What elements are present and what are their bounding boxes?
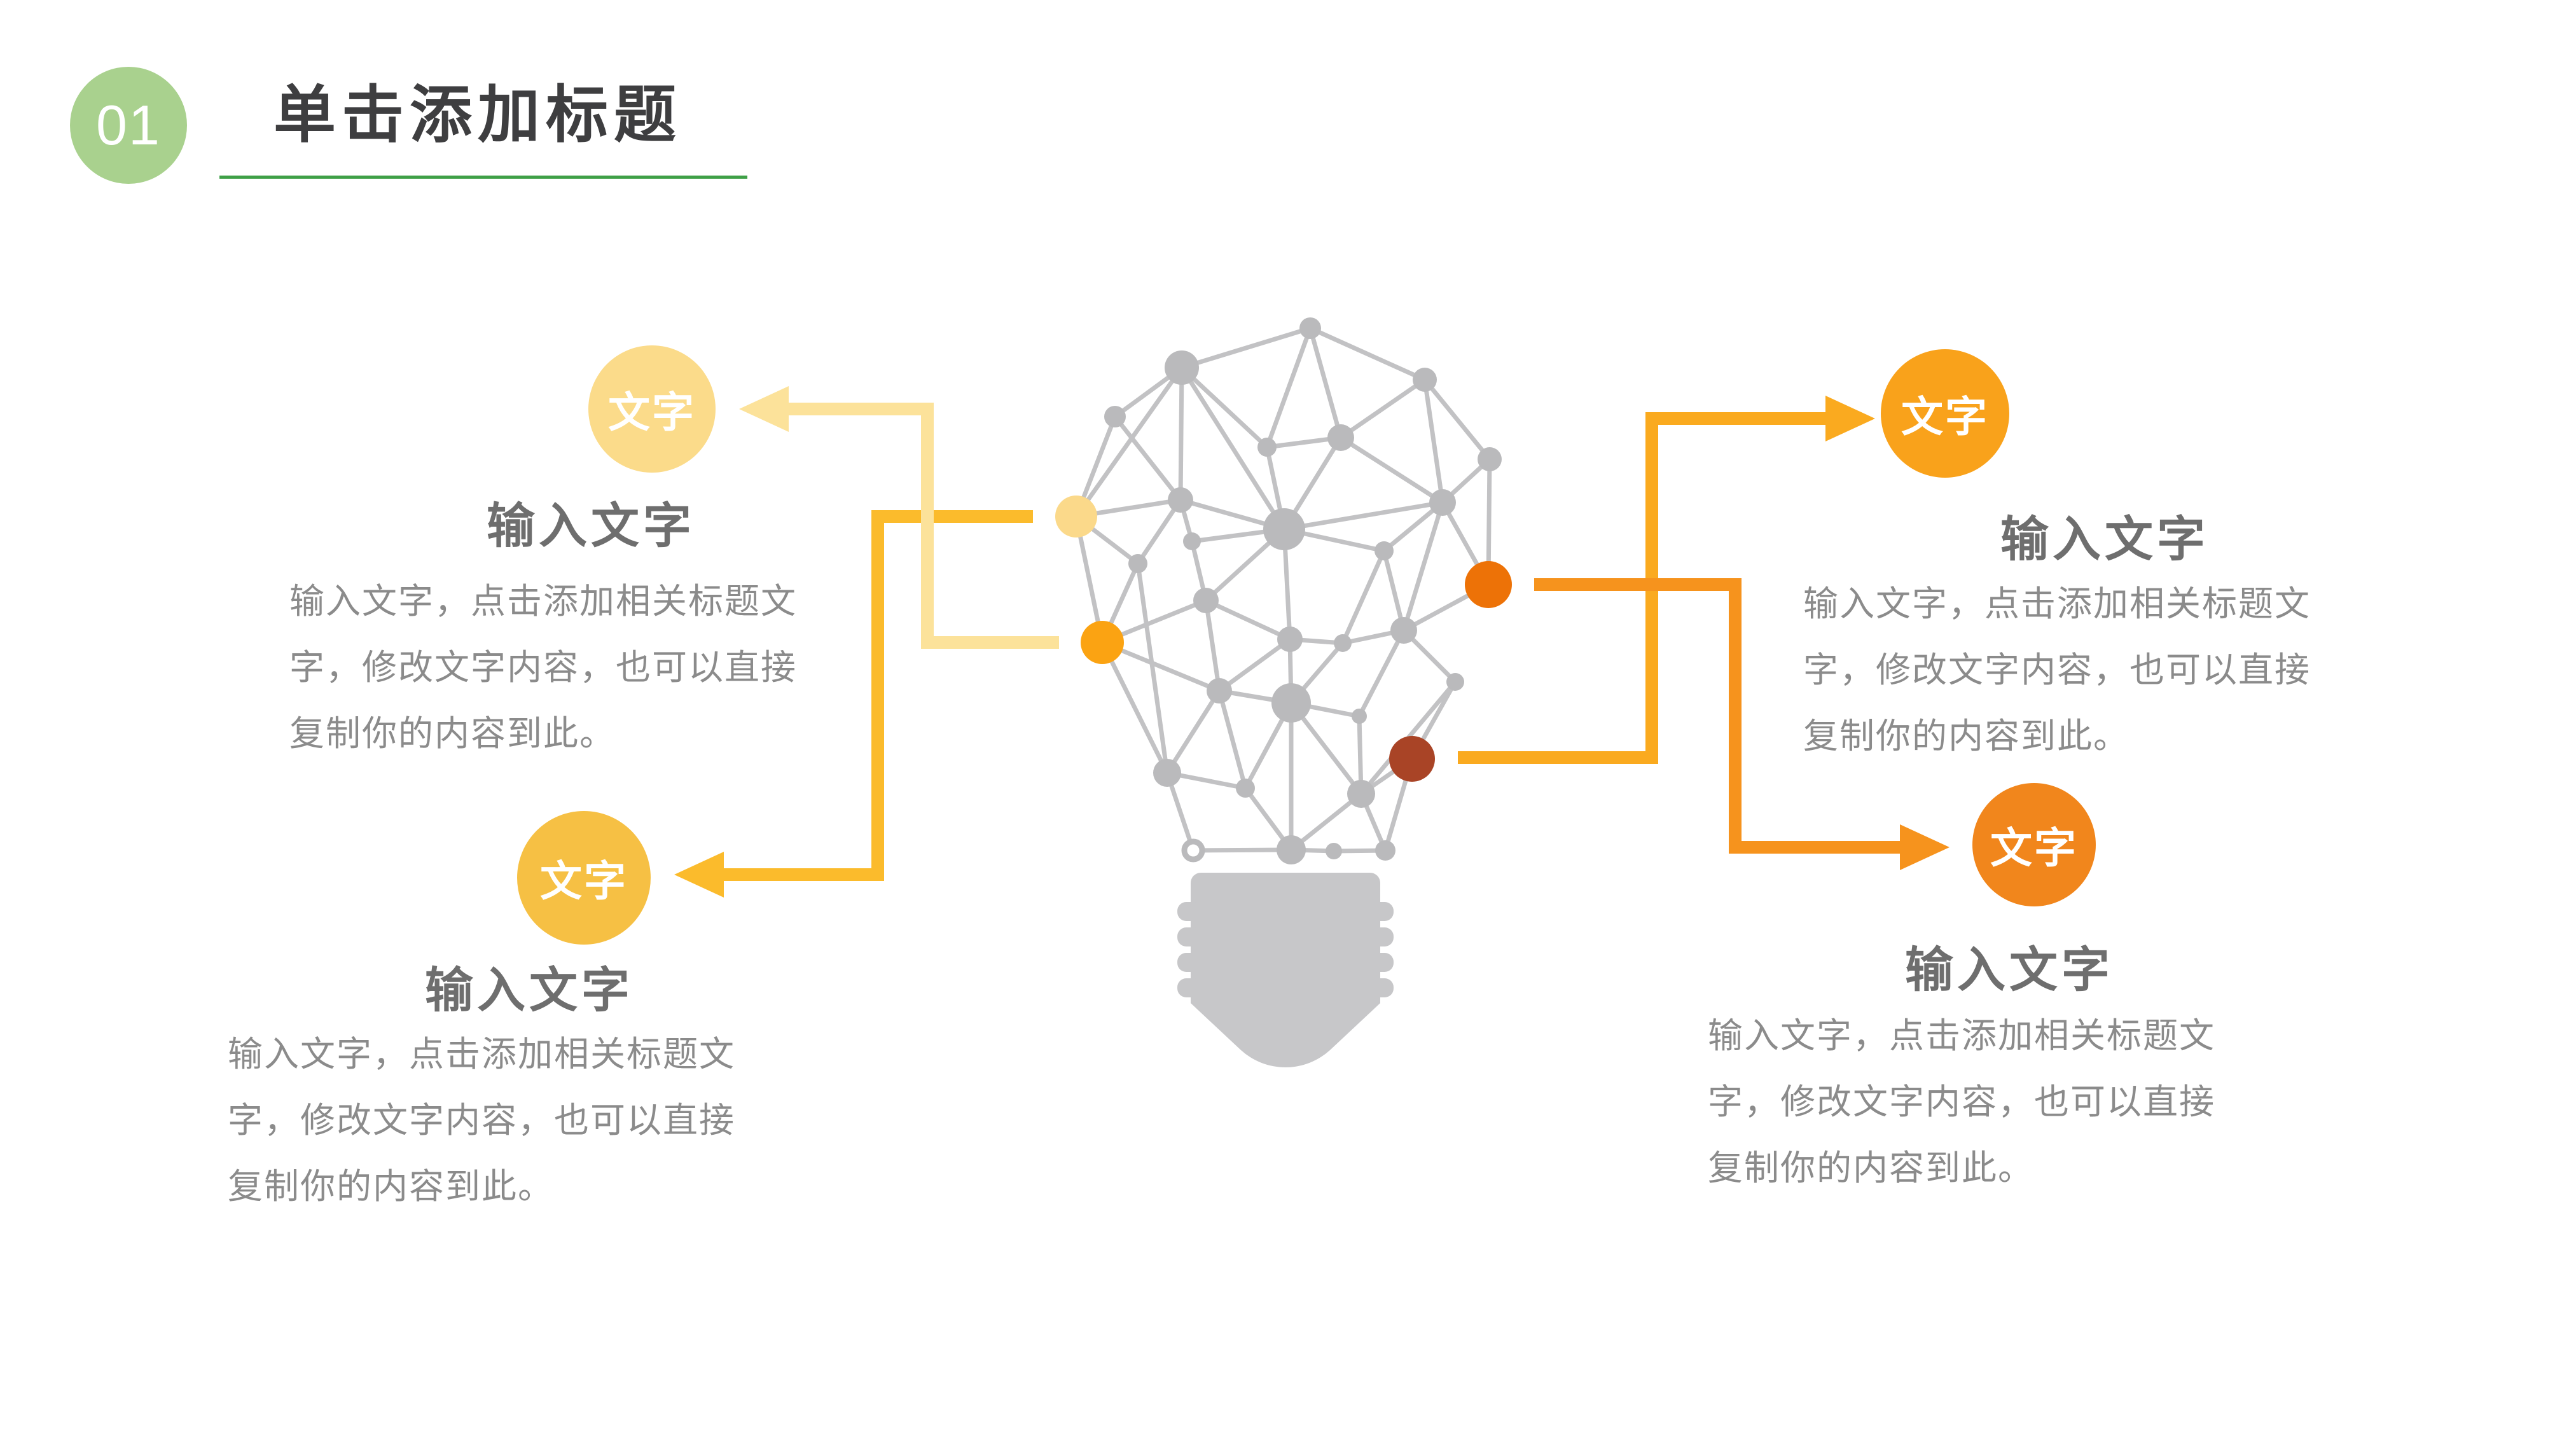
body-line: 输入文字，点击添加相关标题文 <box>1708 1016 2216 1055</box>
callout-circle-top-right[interactable]: 文字 <box>1881 349 2009 478</box>
callout-label: 文字 <box>1901 393 1989 440</box>
callout-body-bottom-left[interactable]: 输入文字，点击添加相关标题文 字，修改文字内容，也可以直接 复制你的内容到此。 <box>228 1021 756 1219</box>
callout-circle-top-left[interactable]: 文字 <box>588 345 716 473</box>
callout-label: 文字 <box>608 389 696 436</box>
body-line: 字，修改文字内容，也可以直接 <box>228 1100 736 1140</box>
bulb-dot-brown <box>1389 736 1435 782</box>
body-line: 字，修改文字内容，也可以直接 <box>1803 650 2311 690</box>
section-number-badge: 01 <box>70 67 187 184</box>
body-line: 复制你的内容到此。 <box>228 1167 555 1206</box>
arrow-right-icon <box>1825 396 1875 441</box>
callout-body-top-right[interactable]: 输入文字，点击添加相关标题文 字，修改文字内容，也可以直接 复制你的内容到此。 <box>1803 571 2331 769</box>
callout-heading-top-left[interactable]: 输入文字 <box>487 499 695 553</box>
body-line: 复制你的内容到此。 <box>1708 1148 2035 1188</box>
connector-top-left <box>739 386 1059 649</box>
connector-bottom-right <box>1534 578 1949 870</box>
body-line: 字，修改文字内容，也可以直接 <box>289 648 798 687</box>
title-underline <box>219 176 747 179</box>
section-number: 01 <box>96 94 161 156</box>
body-line: 输入文字，点击添加相关标题文 <box>1803 584 2311 623</box>
body-line: 复制你的内容到此。 <box>1803 716 2130 756</box>
page-title[interactable]: 单击添加标题 <box>274 80 682 149</box>
bulb-mesh-nodes <box>1104 317 1502 864</box>
bulb-dot-gold <box>1081 621 1124 664</box>
callout-heading-top-right[interactable]: 输入文字 <box>2000 513 2209 567</box>
callout-label: 文字 <box>1990 824 2078 871</box>
callout-heading-bottom-right[interactable]: 输入文字 <box>1905 943 2114 997</box>
callout-circle-bottom-left[interactable]: 文字 <box>517 811 651 945</box>
arrow-left-icon <box>674 852 724 898</box>
bulb-base <box>1177 873 1394 1068</box>
bulb-dot-pale-yellow <box>1055 496 1097 537</box>
body-line: 输入文字，点击添加相关标题文 <box>289 581 798 621</box>
connector-bottom-left <box>674 510 1033 898</box>
callout-body-bottom-right[interactable]: 输入文字，点击添加相关标题文 字，修改文字内容，也可以直接 复制你的内容到此。 <box>1708 1002 2236 1201</box>
arrow-right-icon <box>1900 824 1949 870</box>
bulb-mesh-edges <box>1074 326 1492 854</box>
bulb-dot-orange <box>1465 561 1512 608</box>
callout-circle-bottom-right[interactable]: 文字 <box>1972 783 2096 906</box>
callout-heading-bottom-left[interactable]: 输入文字 <box>425 964 634 1018</box>
body-line: 输入文字，点击添加相关标题文 <box>228 1034 736 1074</box>
ring-node-icon <box>1181 838 1205 863</box>
body-line: 复制你的内容到此。 <box>289 714 616 753</box>
callout-label: 文字 <box>540 857 628 905</box>
callout-body-top-left[interactable]: 输入文字，点击添加相关标题文 字，修改文字内容，也可以直接 复制你的内容到此。 <box>289 568 817 766</box>
body-line: 字，修改文字内容，也可以直接 <box>1708 1082 2216 1121</box>
arrow-left-icon <box>739 386 789 432</box>
